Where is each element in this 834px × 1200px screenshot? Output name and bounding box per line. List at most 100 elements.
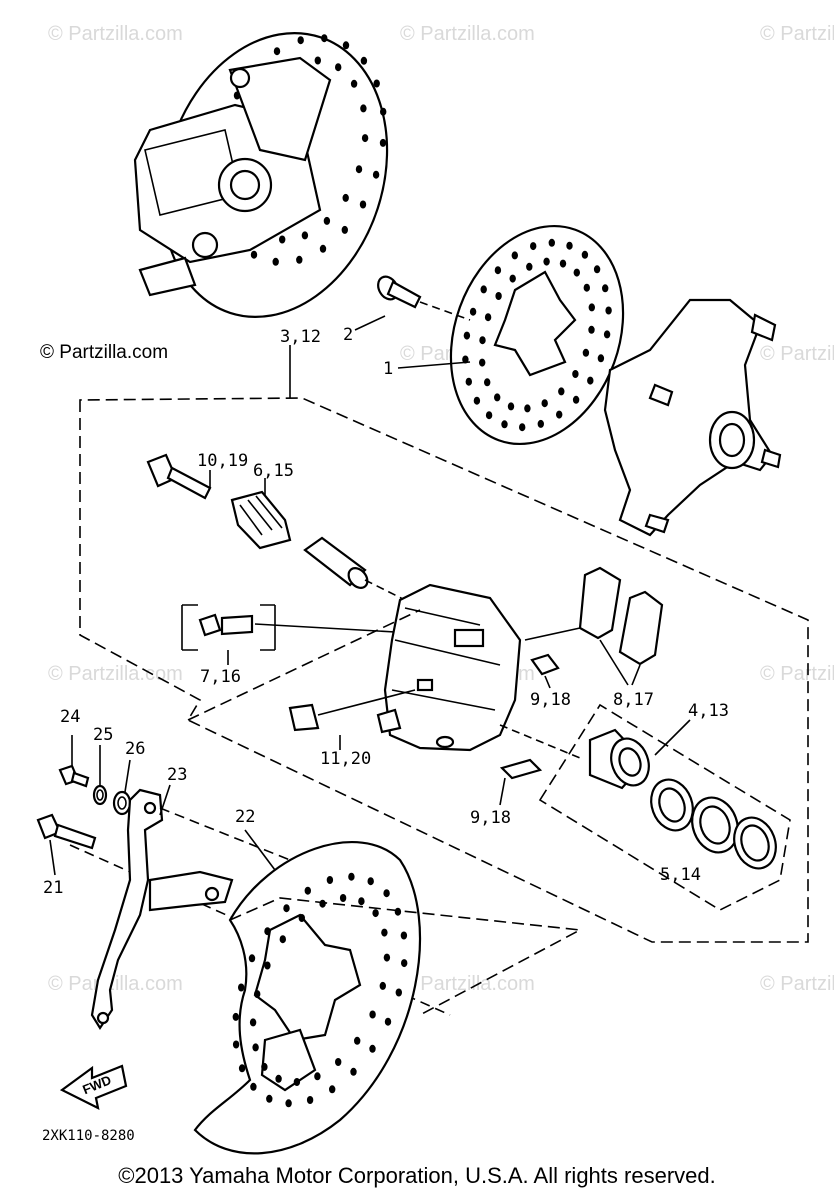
- disc-part-1: [449, 224, 625, 446]
- pad-clip-upper: [524, 627, 581, 689]
- disc-hole: [603, 330, 611, 339]
- disc-hole: [272, 257, 279, 266]
- disc-hole: [238, 983, 245, 992]
- watermark: © Partzilla.com: [400, 23, 535, 45]
- caliper-housing: [383, 583, 522, 752]
- disc-hole: [348, 872, 355, 881]
- assembled-brake-illustration: [133, 32, 389, 318]
- disc-hole: [359, 200, 367, 209]
- disc-hole: [380, 107, 387, 116]
- disc-hole: [583, 283, 590, 292]
- disc-hole: [507, 402, 515, 411]
- disc-hole: [573, 268, 580, 277]
- disc-hole: [293, 1078, 301, 1086]
- disc-hole: [605, 306, 612, 315]
- disc-hole: [494, 393, 501, 402]
- boot-part-6-15: [230, 478, 292, 550]
- disc-hole: [367, 877, 374, 886]
- disc-hole: [297, 36, 304, 45]
- disc-hole: [537, 419, 544, 428]
- disc-hole: [350, 79, 358, 88]
- disc-hole: [232, 1012, 239, 1021]
- callout-4-13: 4,13: [688, 701, 729, 721]
- disc-hole: [543, 257, 550, 266]
- disc-hole: [400, 931, 408, 940]
- disc-hole: [360, 104, 367, 113]
- disc-hole: [306, 1096, 314, 1104]
- caliper-assembly-boundary: [79, 397, 809, 943]
- callout-26: 26: [125, 739, 145, 759]
- watermark: © Partzilla.com: [48, 973, 183, 995]
- bleed-screw-7-16: [181, 604, 396, 665]
- disc-hole: [582, 348, 590, 357]
- pad-shim-11-20: [288, 689, 416, 750]
- disc-hole: [298, 914, 305, 922]
- callouts: 2 1 3,12 10,19 6,15 7,16 9,18 8,17 4,13 …: [43, 325, 729, 898]
- disc-hole: [285, 1099, 292, 1108]
- callout-1: 1: [383, 359, 393, 379]
- callout-6-15: 6,15: [253, 461, 294, 481]
- disc-hole: [548, 238, 555, 247]
- disc-hole: [249, 1018, 257, 1027]
- disc-hole: [319, 899, 326, 908]
- disc-hole: [602, 284, 609, 293]
- disc-hole: [588, 325, 595, 334]
- disc-hole: [484, 378, 491, 387]
- bracket-tab: [148, 870, 234, 912]
- disc-hole: [473, 396, 481, 405]
- disc-hole: [250, 250, 258, 259]
- disc-hole: [593, 265, 601, 274]
- disc-hole: [509, 274, 516, 283]
- disc-hole: [266, 1094, 273, 1103]
- disc-hole: [581, 250, 589, 259]
- disc-22-center: [253, 913, 362, 1042]
- watermark: © Partzilla.com: [48, 23, 183, 45]
- disc-hole: [495, 292, 502, 300]
- hub-body: [603, 298, 774, 537]
- disc-hole: [566, 241, 573, 250]
- disc-hole: [524, 404, 531, 413]
- pad-clip-lower: [499, 758, 543, 806]
- callout-21: 21: [43, 878, 63, 898]
- disc-hole: [358, 897, 365, 906]
- disc-hole: [463, 331, 471, 340]
- callout-2: 2: [343, 325, 353, 345]
- disc-hole: [597, 354, 605, 363]
- brake-pads-8-17: [578, 566, 664, 686]
- disc-hole: [501, 420, 508, 429]
- disc-hole: [384, 1017, 392, 1026]
- disc-hole: [304, 886, 311, 895]
- callout-9-18: 9,18: [530, 690, 571, 710]
- disc-hole: [354, 1036, 361, 1045]
- disc-hole: [314, 56, 321, 65]
- disc-hole: [261, 1062, 268, 1071]
- caliper-body: [376, 583, 522, 752]
- disc-hole: [379, 138, 387, 147]
- disc-hole: [342, 41, 350, 50]
- disc-hole: [372, 909, 379, 918]
- disc-hole: [479, 358, 486, 367]
- disc-hole: [361, 134, 369, 143]
- disc-hole: [323, 216, 331, 225]
- caliper-bracket-23: [90, 784, 291, 1031]
- watermark: © Partzilla.com: [48, 663, 183, 685]
- watermark: © Partzilla.com: [760, 663, 834, 685]
- disc-hole: [264, 961, 271, 970]
- callout-5-14: 5,14: [660, 865, 701, 885]
- disc-hole: [350, 1067, 357, 1076]
- disc-hole: [232, 1040, 240, 1049]
- disc-hole: [252, 1043, 259, 1052]
- callout-7-16: 7,16: [200, 667, 241, 687]
- disc-hole: [355, 165, 363, 174]
- disc-hole: [572, 395, 580, 404]
- disc-hole: [369, 1010, 376, 1019]
- disc-hole: [254, 990, 261, 999]
- disc-hole: [558, 387, 565, 396]
- wheel-hub: [603, 298, 782, 537]
- disc-hole: [479, 336, 486, 345]
- disc-hole: [360, 56, 368, 65]
- callout-9-18: 9,18: [470, 808, 511, 828]
- disc-hole: [511, 251, 518, 260]
- callout-22: 22: [235, 807, 255, 827]
